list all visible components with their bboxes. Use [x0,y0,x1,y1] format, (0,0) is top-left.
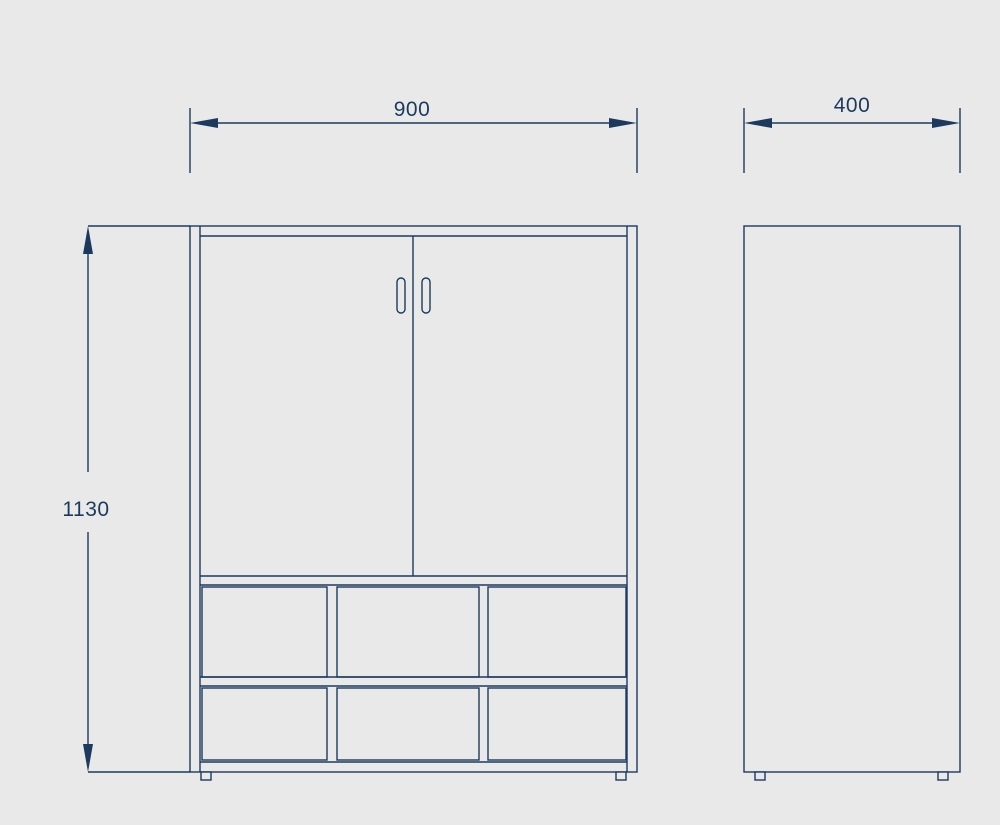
side-outline [743,225,961,773]
drawer-row1-center [336,586,480,678]
width-label: 900 [394,98,431,121]
drawer-row2-right [487,687,627,761]
side-foot-right [937,771,949,781]
side-view [743,225,961,781]
height-dimension: 1130 [62,225,190,773]
cabinet-outline [189,225,638,773]
width-dimension: 900 [189,98,638,173]
height-arrow-top [83,226,93,254]
side-foot-left [754,771,766,781]
front-view [189,225,638,781]
door-handle-left [396,277,406,314]
depth-dimension: 400 [743,94,961,173]
depth-arrow-right [932,118,960,128]
width-arrow-left [190,118,218,128]
front-foot-left [200,771,212,781]
drawer-row1-left [201,586,328,678]
drawer-row2-center [336,687,480,761]
front-foot-right [615,771,627,781]
door-handle-right [421,277,431,314]
height-label: 1130 [62,498,109,521]
width-arrow-right [609,118,637,128]
height-arrow-bottom [83,744,93,772]
depth-arrow-left [744,118,772,128]
drawer-row2-left [201,687,328,761]
drawer-row1-right [487,586,627,678]
depth-label: 400 [834,94,871,117]
